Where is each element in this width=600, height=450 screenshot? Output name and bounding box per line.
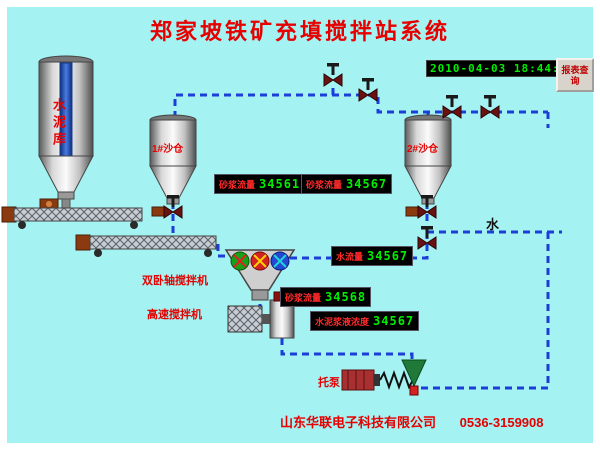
pump-motor-icon [341, 369, 375, 391]
valve-icon[interactable] [323, 63, 343, 87]
valve-icon[interactable] [358, 78, 378, 102]
datetime-display: 2010-04-03 18:44:08 [426, 60, 579, 77]
impeller-icon [250, 251, 270, 271]
sand-silo-2 [404, 114, 452, 217]
high-speed-mixer-label: 高速搅拌机 [147, 309, 202, 321]
display-label: 水泥浆液浓度 [315, 316, 370, 327]
pipe-top-header [173, 93, 548, 118]
sand-silo-1-label: 1#沙仓 [152, 144, 184, 155]
pipe-network [171, 85, 562, 390]
valve-icon[interactable] [442, 95, 462, 119]
twin-shaft-mixer [224, 249, 296, 301]
slurry-flow-display-1: 砂浆流量 34561 [214, 174, 306, 194]
slurry-density-display: 水泥浆液浓度 34567 [310, 311, 420, 331]
impeller-icon [230, 251, 250, 271]
display-value: 34568 [325, 290, 367, 304]
valve-icon[interactable] [417, 226, 437, 250]
page-title: 郑家坡铁矿充填搅拌站系统 [149, 19, 450, 44]
valve-icon[interactable] [480, 95, 500, 119]
valve-icon[interactable] [163, 195, 183, 219]
pump-screw-icon [379, 370, 414, 390]
pipe-hsm-to-pump [280, 338, 414, 362]
pump-label: 托泵 [318, 377, 340, 389]
footer: 山东华联电子科技有限公司 0536-3159908 [280, 412, 544, 431]
water-flow-display: 水流量 34567 [331, 246, 414, 266]
valve-icon[interactable] [417, 195, 437, 219]
display-value: 34567 [373, 314, 415, 328]
report-query-button[interactable]: 报表查询 [556, 58, 594, 92]
sand-silo-1 [149, 114, 197, 217]
impeller-icon [270, 251, 290, 271]
display-value: 34567 [346, 177, 388, 191]
screw-conveyor-1 [1, 206, 143, 229]
cement-silo [38, 55, 94, 211]
screw-conveyor-2 [75, 234, 217, 257]
company-name: 山东华联电子科技有限公司 [280, 415, 437, 430]
cement-silo-label: 水泥库 [51, 98, 66, 149]
piston-pump [341, 359, 427, 396]
silo1-feeder-motor-icon [151, 206, 166, 217]
silo2-feeder-motor-icon [405, 206, 420, 217]
valves [163, 63, 500, 250]
slurry-flow-display-2: 砂浆流量 34567 [301, 174, 393, 194]
display-label: 砂浆流量 [219, 179, 256, 190]
display-label: 砂浆流量 [306, 179, 343, 190]
company-phone: 0536-3159908 [459, 415, 544, 430]
pipe-to-mixer [290, 232, 429, 260]
display-value: 34561 [259, 177, 301, 191]
water-label: 水 [486, 217, 500, 232]
sand-silo-2-label: 2#沙仓 [407, 144, 439, 155]
display-value: 34567 [367, 249, 409, 263]
display-label: 水流量 [336, 251, 364, 262]
twin-shaft-mixer-label: 双卧轴搅拌机 [142, 275, 208, 287]
background-panel [7, 7, 593, 443]
pipe-conveyor-to-funnel [216, 244, 229, 258]
slurry-flow-display-3: 砂浆流量 34568 [280, 287, 372, 307]
pump-hopper-icon [401, 359, 427, 388]
display-label: 砂浆流量 [285, 292, 322, 303]
